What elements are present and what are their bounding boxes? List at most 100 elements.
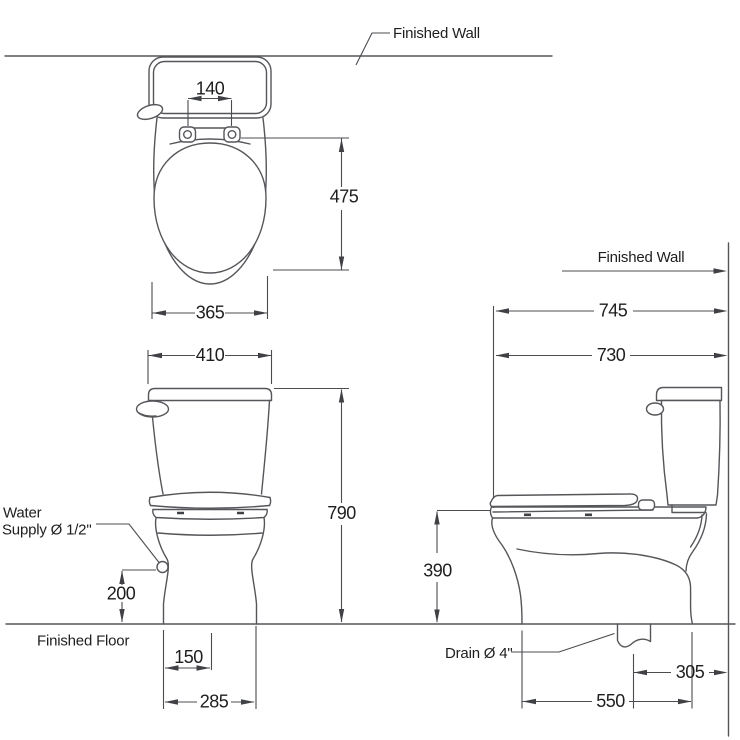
dim-410-lines — [147, 350, 273, 384]
rim-band-side — [489, 506, 707, 519]
seat-shoulder-plan — [169, 138, 251, 145]
drain-leader — [511, 632, 615, 653]
seat-top-front — [149, 491, 271, 499]
finished-wall-top-label: Finished Wall — [393, 25, 480, 42]
dim-depth-incl-seat: 745 — [495, 301, 728, 321]
base-extension-lines-front — [162, 626, 257, 709]
flush-lever-front — [135, 400, 170, 418]
dim-550-value: 550 — [596, 691, 625, 711]
seat-hinge-side — [637, 499, 656, 511]
tank-lid-side — [655, 386, 723, 402]
finished-floor-label: Finished Floor — [37, 633, 129, 650]
arrow-up-icon — [434, 511, 440, 525]
dim-790-value: 790 — [327, 503, 356, 523]
hinge-right-bolt — [227, 129, 237, 139]
finished-wall-top-leader — [355, 32, 390, 66]
base-extension-lines-side — [521, 630, 693, 709]
arrow-down-icon — [338, 256, 345, 270]
arrow-left-icon — [188, 95, 202, 102]
water-supply-label-line1: Water — [3, 505, 42, 522]
arrow-left-icon — [165, 665, 179, 671]
pedestal-left-front — [154, 516, 170, 625]
dim-base-depth: 550 — [522, 691, 692, 711]
datum-lines — [4, 55, 736, 737]
arrow-left-icon — [152, 310, 166, 316]
dim-390-value: 390 — [423, 561, 452, 581]
dim-410-value: 410 — [196, 345, 225, 365]
bowl-rear-side — [685, 513, 708, 572]
tank-plan-inner — [152, 60, 268, 115]
dim-790-lines — [274, 387, 349, 622]
dim-supply-height: 200 — [107, 569, 156, 623]
flush-lever-side — [645, 402, 665, 416]
arrow-right-icon — [196, 665, 210, 671]
arrow-right-icon — [714, 308, 728, 314]
arrow-right-icon — [678, 698, 692, 705]
arrow-right-icon — [241, 699, 255, 705]
seat-edge-caps-front — [148, 496, 272, 507]
water-supply-label-line2: Supply Ø 1/2" — [2, 522, 91, 539]
dim-475-lines — [241, 137, 349, 271]
tank-lid-front — [147, 387, 273, 402]
arrow-left-icon — [164, 699, 178, 705]
arrow-left-icon — [633, 669, 647, 676]
arrow-left-icon — [495, 352, 509, 359]
arrow-down-icon — [434, 609, 440, 623]
drain-pipe-side — [616, 623, 652, 648]
finished-wall-side-label: Finished Wall — [598, 249, 685, 266]
arrow-right-icon — [258, 352, 272, 359]
dim-overall-depth: 730 — [495, 345, 728, 365]
arrow-right-icon — [713, 268, 727, 274]
drain-label: Drain Ø 4" — [445, 645, 513, 662]
arrow-down-icon — [119, 609, 125, 623]
dim-outlet-offset: 150 — [165, 647, 210, 671]
bowl-front-side — [491, 517, 523, 625]
dim-745-value: 745 — [599, 301, 628, 321]
flush-lever-detail — [138, 412, 157, 417]
seat-plan — [153, 142, 267, 274]
arrow-right-icon — [218, 95, 232, 102]
arrow-left-icon — [148, 352, 162, 359]
arrow-up-icon — [338, 389, 345, 403]
arrow-right-icon — [714, 352, 728, 359]
dim-overall-height: 790 — [274, 387, 357, 623]
bowl-seam-front — [157, 532, 263, 536]
arrow-left-icon — [522, 698, 536, 705]
dim-305-value: 305 — [676, 662, 705, 682]
arrow-right-icon — [254, 310, 268, 316]
tank-plan-outer — [148, 56, 272, 119]
bowl-rear-inner-side — [689, 514, 703, 548]
dim-150-value: 150 — [174, 647, 203, 667]
dim-285-value: 285 — [200, 692, 229, 712]
side-view: Finished Wall 745 730 — [423, 249, 728, 711]
dim-rim-height: 390 — [423, 509, 490, 623]
dim-365-value: 365 — [196, 303, 225, 323]
seat-cover-side — [489, 493, 639, 508]
dim-tank-width: 410 — [147, 345, 273, 384]
trapway-hump-side — [516, 548, 694, 625]
pedestal-right-front — [250, 516, 266, 625]
arrow-left-icon — [495, 308, 509, 314]
tank-right-edge-front — [260, 399, 271, 495]
dim-bowl-length: 475 — [241, 137, 359, 271]
dim-bowl-width: 365 — [151, 276, 269, 323]
dim-hinge-spacing: 140 — [187, 79, 233, 126]
arrow-down-icon — [338, 609, 345, 623]
front-view: 410 Water Supply Ø 1/2" 200 — [2, 345, 357, 712]
seat-bottom-front — [149, 504, 271, 509]
water-supply-leader — [96, 523, 160, 563]
arrow-right-icon — [714, 669, 728, 676]
dim-475-value: 475 — [330, 187, 359, 207]
tank-foot-side — [671, 504, 707, 514]
dim-base-width: 285 — [164, 692, 255, 712]
dim-730-value: 730 — [597, 345, 626, 365]
water-supply-point — [156, 560, 169, 574]
tank-body-side — [660, 399, 721, 506]
rim-band-front — [152, 508, 268, 520]
arrow-up-icon — [338, 138, 345, 152]
dim-365-lines — [151, 276, 269, 319]
dim-drain-to-wall: 305 — [633, 662, 728, 682]
dim-200-value: 200 — [107, 584, 136, 604]
